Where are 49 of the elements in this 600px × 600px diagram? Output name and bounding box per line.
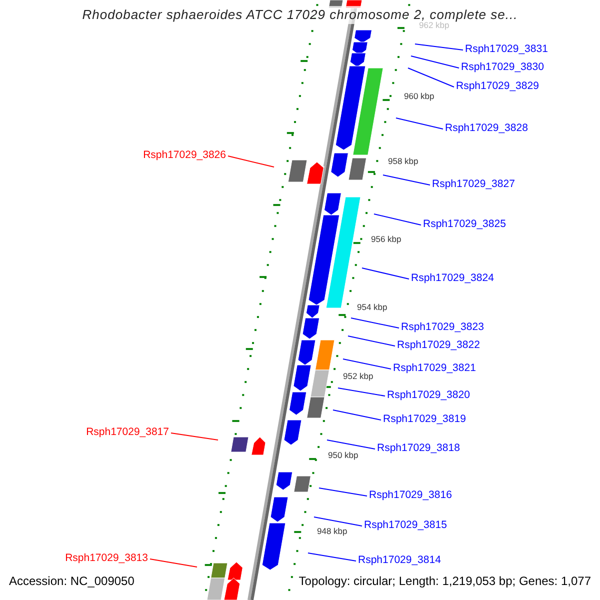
leader-line	[326, 440, 376, 450]
leader-line	[308, 552, 356, 562]
gene-label: Rsph17029_3823	[401, 320, 484, 334]
gene-label: Rsph17029_3821	[393, 361, 476, 375]
leader-line	[332, 410, 382, 420]
leader-line	[382, 174, 430, 186]
leader-line	[362, 268, 410, 280]
gene-label: Rsph17029_3826	[143, 148, 226, 162]
gene-label: Rsph17029_3816	[369, 488, 452, 502]
tick-label: 960 kbp	[404, 91, 434, 101]
leader-line	[314, 516, 362, 526]
gene-label: Rsph17029_3817	[86, 425, 169, 439]
tick-label: 958 kbp	[388, 156, 418, 166]
tick-label: 948 kbp	[317, 526, 348, 536]
title: Rhodobacter sphaeroides ATCC 17029 chromosome 2, complete se...	[82, 6, 518, 22]
tick-label: 962 kbp	[419, 20, 450, 30]
gene-label: Rsph17029_3819	[383, 412, 466, 426]
summary-text: Topology: circular; Length: 1,219,053 bp; Genes: 1,077	[298, 574, 591, 589]
gene-label: Rsph17029_3828	[445, 121, 528, 135]
leader-line	[228, 156, 274, 168]
gene-label: Rsph17029_3829	[456, 79, 539, 93]
leader-line	[338, 388, 386, 396]
gene-label: Rsph17029_3825	[423, 217, 506, 231]
gene-label: Rsph17029_3827	[432, 177, 515, 191]
tick-label: 950 kbp	[328, 450, 358, 460]
leader-line	[408, 68, 454, 88]
leader-line	[170, 432, 218, 440]
accession-text: Accession: NC_009050	[9, 574, 134, 589]
gene-label: Rsph17029_3822	[397, 338, 480, 352]
gene-label: Rsph17029_3824	[411, 271, 494, 285]
leader-line	[150, 558, 198, 568]
tick-label: 956 kbp	[371, 234, 402, 244]
gene-label: Rsph17029_3831	[465, 42, 548, 56]
leader-line	[318, 488, 368, 496]
tick-label: 952 kbp	[343, 371, 374, 381]
leader-line	[374, 214, 422, 226]
gene-label: Rsph17029_3815	[364, 518, 447, 532]
leader-line	[414, 44, 464, 50]
tick-label: 954 kbp	[357, 302, 388, 312]
leader-line	[410, 56, 460, 68]
gene-label: Rsph17029_3814	[358, 553, 441, 567]
leader-line	[348, 336, 396, 346]
gene-label: Rsph17029_3813	[65, 551, 148, 565]
leader-line	[350, 318, 400, 328]
gene-label: Rsph17029_3818	[377, 441, 460, 455]
leader-line	[342, 358, 392, 370]
leader-line	[396, 118, 444, 130]
gene-label: Rsph17029_3820	[387, 388, 470, 402]
gene-label: Rsph17029_3830	[461, 60, 544, 74]
